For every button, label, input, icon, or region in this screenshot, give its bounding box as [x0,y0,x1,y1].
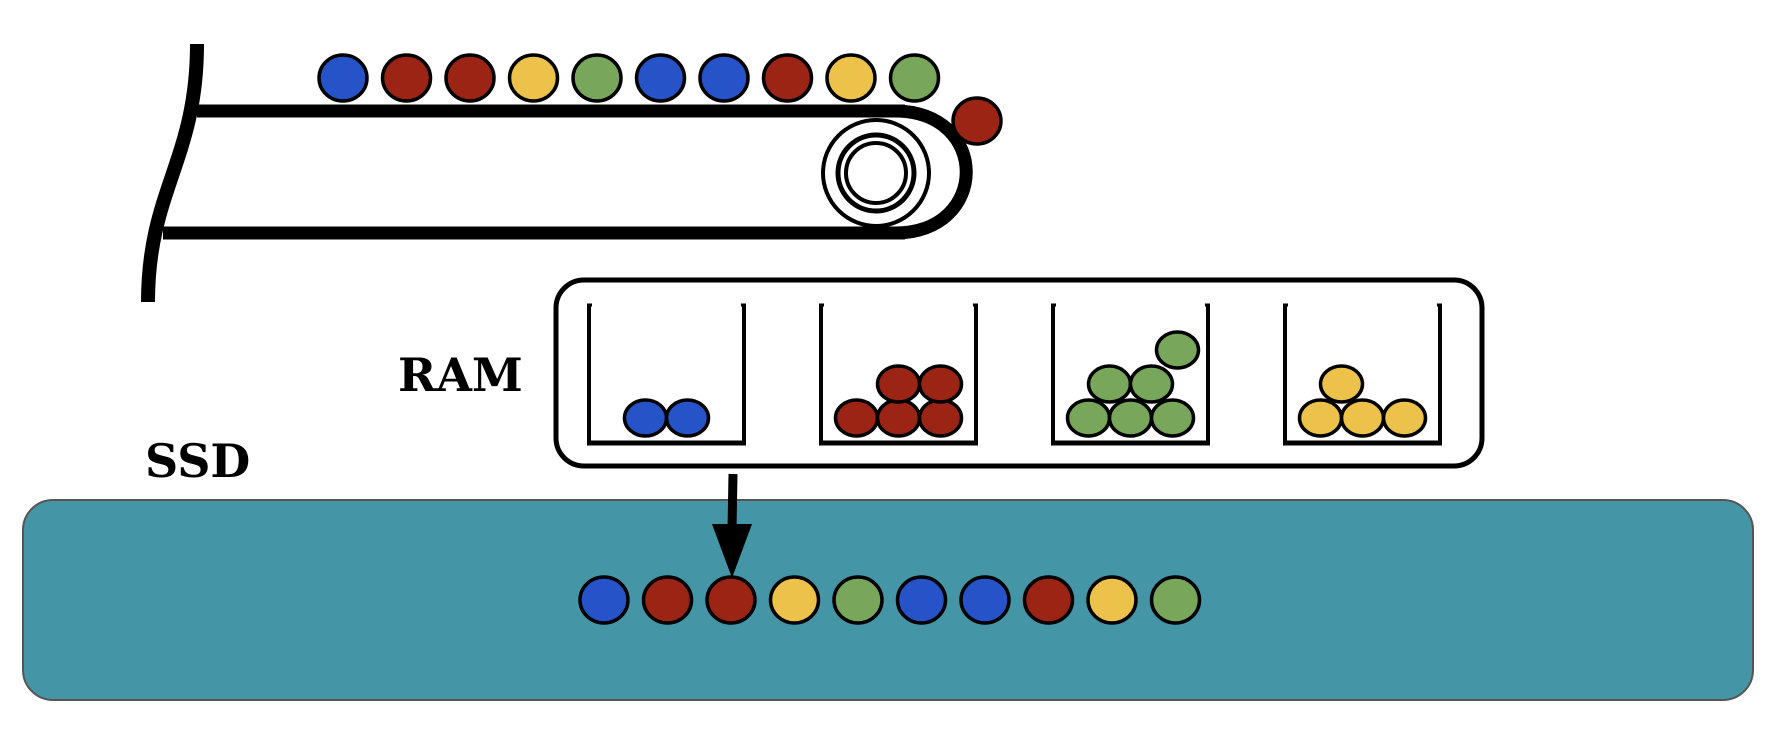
ram-ball-yellow [1297,398,1344,438]
conveyor-ball-yellow [507,53,560,103]
ram-bucket-green [1051,303,1210,446]
ram-ball-yellow [1339,398,1386,438]
flush-arrow-head [712,524,752,578]
ram-ball-blue [622,398,669,438]
conveyor-ball-blue [317,53,369,103]
conveyor-ball-green [888,53,941,103]
conveyor-frame-edge [141,43,204,303]
conveyor-ball-red [380,53,433,103]
ssd-ball-blue [578,575,630,625]
ram-ball-yellow [1381,398,1428,438]
ssd-ball-yellow [1086,575,1138,625]
conveyor-ball-yellow [825,53,877,103]
ssd-block [22,499,1754,701]
ssd-ball-red [1022,575,1075,625]
falling-ball-red [951,96,1003,146]
flush-arrow [712,473,752,578]
conveyor-items [317,53,941,103]
conveyor-belt [141,43,973,303]
ram-ball-green [1086,364,1133,404]
ram-container [553,277,1485,469]
ram-buckets [587,303,1442,446]
ram-ball-red [875,398,922,438]
ram-ball-blue [664,398,711,438]
ssd-ball-green [832,575,884,625]
ssd-ball-yellow [768,575,821,625]
ssd-ball-green [1149,575,1202,625]
ram-ball-green [1149,398,1196,438]
conveyor-ball-red [444,53,496,103]
ram-bucket-red [819,303,978,446]
ssd-ball-red [641,575,694,625]
ram-ball-green [1065,398,1112,438]
ram-ball-green [1107,398,1154,438]
ram-bucket-yellow [1283,303,1442,446]
falling-item-group [951,96,1003,146]
conveyor-pulley-inner [844,141,908,205]
ram-ball-green [1128,364,1175,404]
ssd-ball-blue [959,575,1011,625]
ram-bucket-blue [587,303,746,446]
ssd-ball-blue [895,575,948,625]
ssd-label: SSD [145,434,251,488]
ram-ball-red [875,364,922,404]
ram-ball-green [1154,330,1201,370]
conveyor-ball-blue [634,53,687,103]
flush-arrow-shaft [727,473,738,531]
ssd-ball-red [705,575,757,625]
ram-ball-red [833,398,880,438]
ram-ball-yellow [1318,364,1365,404]
ram-label: RAM [398,348,523,402]
conveyor-ball-red [761,53,814,103]
ram-ball-red [917,398,964,438]
conveyor-ball-blue [698,53,750,103]
ssd-items [578,575,1202,625]
conveyor-belt-curve [894,104,973,240]
conveyor-ball-green [571,53,623,103]
ram-ball-red [917,364,964,404]
